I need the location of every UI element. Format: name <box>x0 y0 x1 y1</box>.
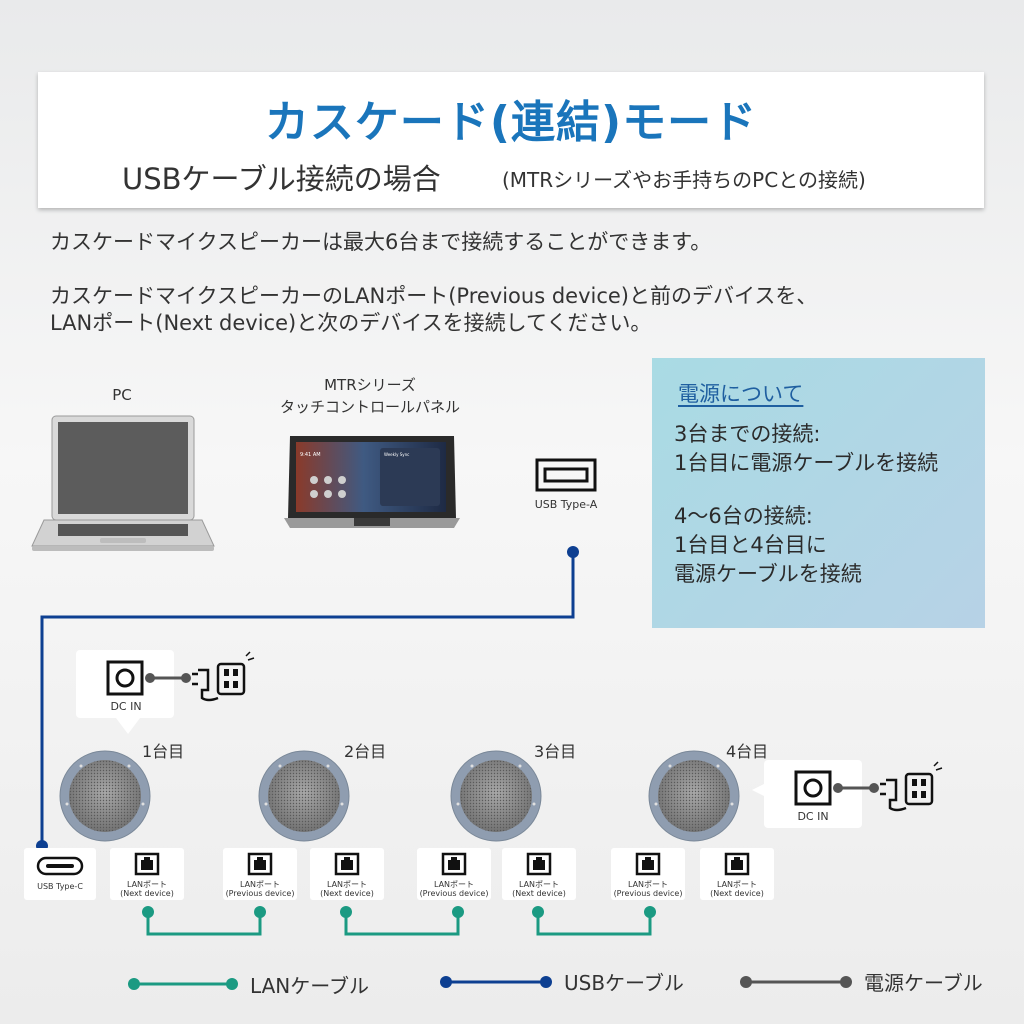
lan-cable-3-4-end-a <box>532 906 544 918</box>
lan-port-label: LANポート(Next device) <box>310 880 384 898</box>
lan-port-title: LANポート <box>433 880 475 889</box>
lan-port-title: LANポート <box>126 880 168 889</box>
legend-usb-line <box>440 976 552 988</box>
lan-port-direction: (Previous device) <box>225 889 295 898</box>
lan-port-direction: (Next device) <box>512 889 566 898</box>
lan-port-label: LANポート(Next device) <box>110 880 184 898</box>
lan-port-direction: (Previous device) <box>613 889 683 898</box>
lan-port-icon <box>134 852 160 876</box>
power-info-box: 電源について 3台までの接続: 1台目に電源ケーブルを接続 4〜6台の接続: 1… <box>652 358 985 628</box>
lan-cable-1-2-end-a <box>142 906 154 918</box>
unit-label-2: 2台目 <box>344 742 387 761</box>
legend-lan-label: LANケーブル <box>250 974 370 998</box>
lan-port-card-previous: LANポート(Previous device) <box>223 848 297 900</box>
description-line-2: カスケードマイクスピーカーのLANポート(Previous device)と前の… <box>50 284 818 308</box>
lan-cable-1-2 <box>146 912 262 936</box>
subtitle-note: (MTRシリーズやお手持ちのPCとの接続) <box>502 168 866 192</box>
tablet-time: 9:41 AM <box>300 452 321 458</box>
dc-in-graphic-unit-4 <box>752 761 943 812</box>
dc-in-label-unit-4: DC IN <box>797 810 829 823</box>
lan-cable-3-4-end-b <box>644 906 656 918</box>
mtr-label-line-2: タッチコントロールパネル <box>279 398 460 416</box>
lan-cable-2-3-end-a <box>340 906 352 918</box>
usb-type-c-label: USB Type-C <box>37 882 83 891</box>
lan-port-label: LANポート(Previous device) <box>223 880 297 898</box>
lan-port-icon <box>526 852 552 876</box>
page-subtitle: USBケーブル接続の場合 <box>122 162 441 196</box>
description-line-1: カスケードマイクスピーカーは最大6台まで接続することができます。 <box>50 230 712 254</box>
lan-port-label: LANポート(Next device) <box>700 880 774 898</box>
lan-cable-3-4 <box>536 912 652 936</box>
lan-port-direction: (Previous device) <box>419 889 489 898</box>
mtr-label-line-1: MTRシリーズ <box>324 376 416 394</box>
tablet-panel-title: Weekly Sync <box>384 452 409 457</box>
laptop-icon <box>31 415 215 551</box>
lan-port-label: LANポート(Previous device) <box>417 880 491 898</box>
lan-port-direction: (Next device) <box>710 889 764 898</box>
legend-power-line <box>740 976 852 988</box>
dc-in-graphic-unit-1 <box>106 651 255 734</box>
lan-port-card-previous: LANポート(Previous device) <box>417 848 491 900</box>
power-case-1-line-2: 1台目に電源ケーブルを接続 <box>674 451 939 475</box>
legend-power-label: 電源ケーブル <box>864 971 983 995</box>
legend-lan-line <box>128 978 238 990</box>
usb-type-a-label: USB Type-A <box>534 498 598 511</box>
lan-port-icon <box>441 852 467 876</box>
lan-port-title: LANポート <box>326 880 368 889</box>
page-title: カスケード(連結)モード <box>264 97 758 148</box>
power-case-2-line-1: 4〜6台の接続: <box>674 504 813 528</box>
lan-cable-1-2-end-b <box>254 906 266 918</box>
lan-cable-2-3 <box>344 912 460 936</box>
usb-type-c-icon <box>36 856 84 876</box>
speaker-unit-1 <box>59 750 151 842</box>
description-line-3: LANポート(Next device)と次のデバイスを接続してください。 <box>50 311 652 335</box>
lan-port-card-next: LANポート(Next device) <box>502 848 576 900</box>
lan-port-icon <box>247 852 273 876</box>
unit-label-1: 1台目 <box>142 742 185 761</box>
mtr-label: MTRシリーズ タッチコントロールパネル <box>270 374 470 418</box>
lan-port-card-next: LANポート(Next device) <box>110 848 184 900</box>
lan-port-title: LANポート <box>239 880 281 889</box>
lan-cable-2-3-end-b <box>452 906 464 918</box>
dc-in-label-unit-1: DC IN <box>110 700 142 713</box>
speaker-unit-2 <box>258 750 350 842</box>
lan-port-icon <box>724 852 750 876</box>
lan-port-card-next: LANポート(Next device) <box>310 848 384 900</box>
lan-port-card-previous: LANポート(Previous device) <box>611 848 685 900</box>
lan-port-card-next: LANポート(Next device) <box>700 848 774 900</box>
power-case-2-line-2: 1台目と4台目に <box>674 533 827 557</box>
lan-port-title: LANポート <box>518 880 560 889</box>
lan-port-icon <box>635 852 661 876</box>
lan-port-label: LANポート(Next device) <box>502 880 576 898</box>
lan-port-icon <box>334 852 360 876</box>
legend-usb-label: USBケーブル <box>564 971 684 995</box>
usb-type-a-port-icon <box>535 458 597 492</box>
touch-panel-icon: 9:41 AM Weekly Sync <box>284 436 460 528</box>
lan-port-direction: (Next device) <box>320 889 374 898</box>
header-card: カスケード(連結)モード USBケーブル接続の場合 (MTRシリーズやお手持ちの… <box>38 72 984 208</box>
unit-label-4: 4台目 <box>726 742 769 761</box>
lan-port-title: LANポート <box>627 880 669 889</box>
lan-port-direction: (Next device) <box>120 889 174 898</box>
speaker-unit-4 <box>648 750 740 842</box>
usb-cable <box>40 552 575 846</box>
pc-label: PC <box>112 386 132 404</box>
usb-type-c-port-card: USB Type-C <box>24 848 96 900</box>
speaker-unit-3 <box>450 750 542 842</box>
power-info-heading: 電源について <box>678 382 804 406</box>
power-case-1-line-1: 3台までの接続: <box>674 422 821 446</box>
usb-cable-end-top <box>567 546 579 558</box>
unit-label-3: 3台目 <box>534 742 577 761</box>
power-case-2-line-3: 電源ケーブルを接続 <box>674 562 862 586</box>
lan-port-title: LANポート <box>716 880 758 889</box>
lan-port-label: LANポート(Previous device) <box>611 880 685 898</box>
